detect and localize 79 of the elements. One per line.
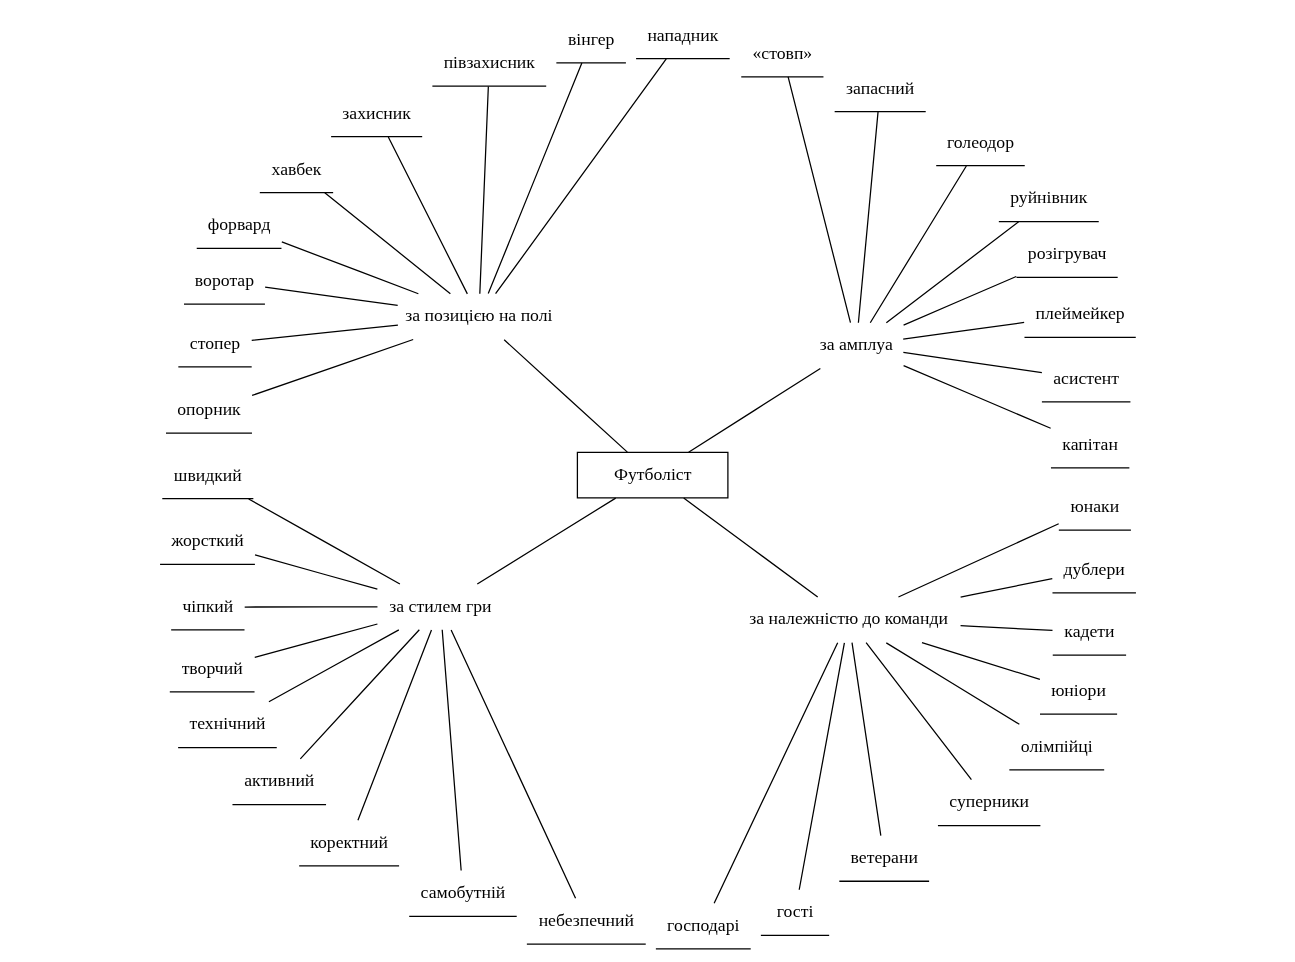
connector — [264, 286, 398, 307]
connector — [503, 339, 628, 453]
node-text: розігрувач — [1027, 243, 1106, 264]
node-text: за амплуа — [819, 334, 893, 355]
node-text: вінгер — [567, 28, 614, 49]
connector — [323, 192, 451, 295]
connector — [450, 629, 576, 899]
connector — [850, 642, 881, 837]
node-text: опорник — [176, 399, 241, 420]
connector — [713, 642, 838, 904]
node-text: юнаки — [1070, 495, 1119, 516]
connector — [682, 497, 818, 598]
connector — [959, 577, 1053, 598]
node-text: небезпечний — [538, 910, 634, 931]
connector — [250, 324, 399, 341]
node-text: жорсткий — [170, 530, 244, 551]
node-text: за належністю до команди — [748, 608, 948, 629]
connector — [902, 365, 1051, 429]
connector — [387, 136, 468, 295]
node-text: коректний — [309, 831, 388, 852]
node-text: стопер — [189, 332, 240, 353]
node-text: плеймейкер — [1035, 303, 1125, 324]
connector — [247, 498, 400, 585]
connector — [487, 62, 582, 295]
connector — [959, 625, 1053, 632]
connector — [441, 629, 462, 872]
connector — [243, 606, 378, 608]
connector — [902, 275, 1017, 326]
node-box: Футболіст — [576, 451, 729, 499]
node-text: за стилем гри — [388, 595, 491, 616]
node-text: чіпкий — [181, 595, 233, 616]
connector — [253, 623, 378, 659]
node-text: воротар — [194, 270, 254, 291]
connector — [902, 351, 1042, 374]
connector — [476, 497, 616, 585]
node-text: активний — [243, 770, 314, 791]
node-text: самобутній — [420, 882, 505, 903]
connector — [356, 629, 432, 821]
connector — [253, 554, 378, 590]
connector — [280, 241, 419, 295]
node-text: гості — [776, 901, 813, 922]
connector — [478, 85, 489, 295]
connector — [494, 58, 667, 295]
node-text: руйнівник — [1009, 187, 1087, 208]
node-text: юніори — [1050, 680, 1106, 701]
connector — [885, 220, 1020, 324]
node-text: господарі — [666, 914, 739, 935]
connector — [787, 76, 851, 324]
node-text: запасний — [845, 77, 914, 98]
connector — [267, 629, 399, 703]
connector — [865, 642, 972, 781]
connector — [902, 321, 1025, 340]
node-text: асистент — [1052, 367, 1119, 388]
connector — [687, 367, 821, 453]
connector — [920, 642, 1041, 680]
connector — [857, 111, 879, 324]
connector — [299, 629, 420, 760]
connector — [798, 642, 845, 891]
node-text: олімпійці — [1020, 735, 1093, 756]
node-text: суперники — [948, 791, 1029, 812]
node-text: технічний — [189, 713, 265, 734]
node-text: дублери — [1063, 558, 1125, 579]
node-text: швидкий — [173, 464, 242, 485]
node-text: за позицією на полі — [404, 305, 552, 326]
node-text: форвард — [207, 214, 270, 235]
node-text: захисник — [341, 102, 411, 123]
node-text: нападник — [646, 24, 718, 45]
node-text: хавбек — [271, 158, 321, 179]
node-text: ветерани — [850, 847, 918, 868]
connector — [885, 642, 1020, 725]
node-text: кадети — [1063, 621, 1115, 642]
node-text: голеодор — [946, 131, 1014, 152]
node-text: творчий — [181, 657, 243, 678]
connector — [897, 523, 1059, 598]
node-text: півзахисник — [443, 52, 535, 73]
node-text: капітан — [1061, 433, 1118, 454]
node-text: «стовп» — [752, 42, 812, 63]
connector — [251, 338, 414, 397]
connector — [869, 165, 967, 324]
